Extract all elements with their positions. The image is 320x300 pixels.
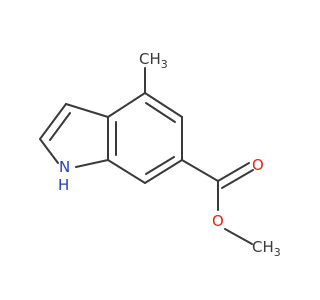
methyl-ester-label: CH3 [252,238,281,259]
bond-double-c6-c7 [145,156,175,175]
bond-c3-c2 [39,103,67,140]
bond-ester-o-methyl [224,228,253,245]
bond-c3a-c3 [65,103,109,118]
bond-c4-c5 [144,92,183,118]
carbonyl-oxygen-label: O [252,156,264,174]
bond-c7-c7a [107,159,146,184]
nitrogen-label: N [59,158,70,176]
bond-c3a-c4 [107,92,146,118]
bond-double-c3-c2 [49,112,71,141]
bond-c6-carbonyl [181,159,219,182]
bond-c2-n1 [39,138,59,164]
bond-double-c4-c5 [145,102,176,123]
nh-hydrogen-label: H [58,176,69,194]
molecule-canvas: CH3 N H O O CH3 [39,50,281,259]
bond-n1-c7a [75,159,109,168]
bond-carbonyl-o-double-2 [221,169,254,189]
bond-c6-c7 [144,159,183,184]
molecule-structure: CH3 N H O O CH3 [39,50,281,259]
bond-carbonyl-o-double-1 [217,162,250,182]
ester-oxygen-label: O [212,212,224,230]
methyl-top-label: CH3 [139,50,168,71]
